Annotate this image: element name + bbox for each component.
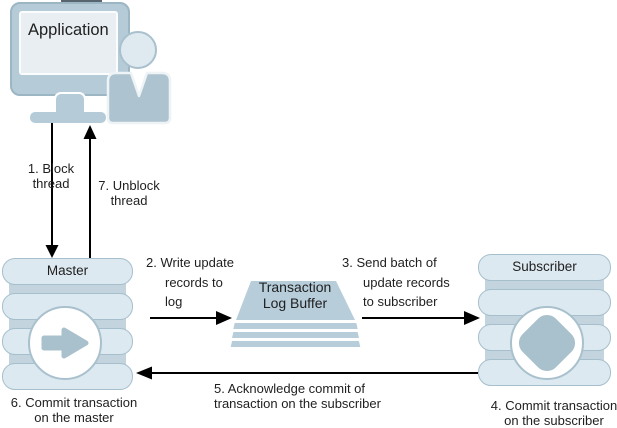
disk: [2, 258, 133, 285]
step-7-unblock-thread-label: 7. Unblock thread: [98, 178, 160, 208]
user-body-icon: [106, 71, 172, 125]
top-edge-line: [61, 0, 102, 2]
step-3-send-batch-label: 3. Send batch of update records to subsc…: [342, 255, 450, 309]
step-5-acknowledge-label: 5. Acknowledge commit of transaction on …: [214, 381, 381, 411]
buffer-body: [236, 281, 355, 320]
user-head-icon: [119, 31, 157, 69]
arrow-write-records: [150, 311, 232, 325]
monitor-stand-base: [30, 112, 106, 123]
application-label: Application: [28, 21, 109, 39]
step-2-write-records-label: 2. Write update records to log: [146, 255, 234, 309]
buffer-strip: [232, 332, 359, 338]
buffer-strip: [233, 323, 358, 329]
arrow-acknowledge: [136, 366, 478, 380]
application-screen: Application: [19, 11, 118, 75]
buffer-strip: [230, 341, 361, 347]
monitor-stand-neck: [56, 94, 84, 114]
diamond-icon: [518, 314, 576, 372]
master-database: Master: [2, 258, 133, 390]
master-label: Master: [46, 263, 89, 278]
master-circle: [28, 306, 102, 380]
step-1-block-thread-label: 1. Block thread: [27, 161, 75, 191]
buffer-label: Transaction Log Buffer: [258, 279, 332, 311]
arrow-send-batch: [362, 311, 480, 325]
step-6-commit-master-label: 6. Commit transaction on the master: [10, 395, 138, 425]
disk-band: [485, 279, 604, 291]
subscriber-circle: [510, 306, 584, 380]
step-4-commit-subscriber-label: 4. Commit transaction on the subscriber: [490, 398, 617, 428]
right-arrow-icon: [41, 327, 89, 359]
disk-band: [9, 283, 126, 295]
subscriber-label: Subscriber: [512, 259, 577, 274]
transaction-log-buffer: [230, 281, 361, 347]
disk: [478, 254, 611, 281]
subscriber-database: Subscriber: [478, 254, 611, 387]
